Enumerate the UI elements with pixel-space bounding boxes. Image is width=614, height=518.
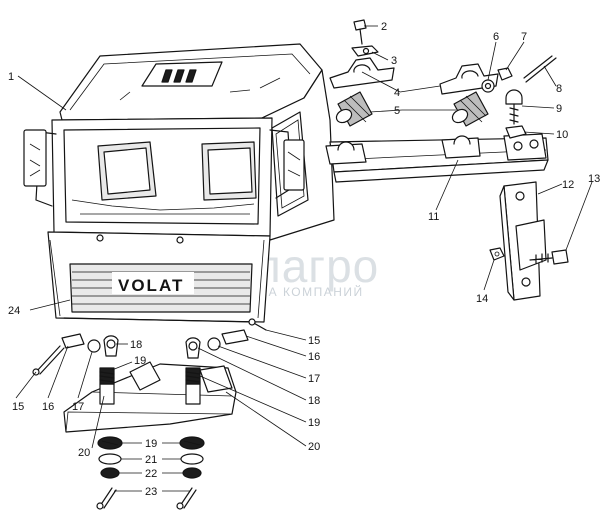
pin-16-right <box>221 329 249 345</box>
callout-18-left: 18 <box>130 339 142 351</box>
bolt-13 <box>551 249 569 265</box>
callout-24: 24 <box>8 305 20 317</box>
washer-21-right <box>180 453 204 465</box>
lower-hardware-stack <box>96 436 205 510</box>
bolt-15-left <box>35 345 65 375</box>
callout-20-right: 20 <box>308 441 320 453</box>
top-hardware <box>351 19 557 139</box>
nut-22-right <box>182 467 202 479</box>
nut-22-left <box>100 467 120 479</box>
callout-1: 1 <box>8 71 14 83</box>
callout-13: 13 <box>588 173 600 185</box>
callout-10: 10 <box>556 129 568 141</box>
callout-18-right: 18 <box>308 395 320 407</box>
mount-post-right <box>185 383 201 405</box>
washer-17-left <box>87 339 101 353</box>
mirror-right <box>283 139 305 191</box>
callout-20-left: 20 <box>78 447 90 459</box>
callout-11: 11 <box>428 211 439 223</box>
callout-2: 2 <box>381 21 387 33</box>
rear-support-beam <box>325 133 549 183</box>
leader-lines <box>15 25 593 492</box>
lower-mounts <box>32 318 267 433</box>
bolt-23-left <box>99 487 117 509</box>
callout-8: 8 <box>556 83 562 95</box>
bolt-2 <box>353 19 367 45</box>
callout-3: 3 <box>391 55 397 67</box>
callout-19-right: 19 <box>308 417 320 429</box>
bracket-arm <box>515 219 547 271</box>
callout-21: 21 <box>145 454 157 466</box>
callout-17-right: 17 <box>308 373 320 385</box>
callout-labels: 1 2 3 4 5 6 7 8 9 10 11 12 13 14 15 16 1… <box>8 21 600 498</box>
callout-16-right: 16 <box>308 351 320 363</box>
callout-19-upper: 19 <box>134 355 146 367</box>
mount-post-left <box>99 383 115 405</box>
volat-badge: VOLAT <box>118 276 184 295</box>
callout-22: 22 <box>145 468 157 480</box>
callout-9: 9 <box>556 103 562 115</box>
callout-15-left: 15 <box>12 401 24 413</box>
callout-15-right: 15 <box>308 335 320 347</box>
washer-21-left <box>98 453 122 465</box>
callout-17-left: 17 <box>72 401 84 413</box>
pin-16-left <box>61 333 85 349</box>
side-bracket-assembly <box>489 181 569 301</box>
callout-14: 14 <box>476 293 488 305</box>
rod-8 <box>523 55 557 83</box>
callout-6: 6 <box>493 31 499 43</box>
mirror-left <box>23 129 47 187</box>
callout-23: 23 <box>145 486 157 498</box>
callout-16-left: 16 <box>42 401 54 413</box>
callout-12: 12 <box>562 179 574 191</box>
callout-19-lower: 19 <box>145 438 157 450</box>
nut-7 <box>497 67 513 81</box>
nut-14 <box>489 247 505 261</box>
callout-7: 7 <box>521 31 527 43</box>
callout-5: 5 <box>394 105 400 117</box>
cab-assembly: VOLAT <box>23 43 335 323</box>
beam-tail <box>333 159 549 183</box>
upper-clamps <box>329 57 499 95</box>
rubber-bushings <box>335 91 489 127</box>
washer-17-right <box>207 337 221 351</box>
nut-10 <box>505 125 527 139</box>
callout-4: 4 <box>394 87 400 99</box>
bolt-9 <box>505 89 523 105</box>
